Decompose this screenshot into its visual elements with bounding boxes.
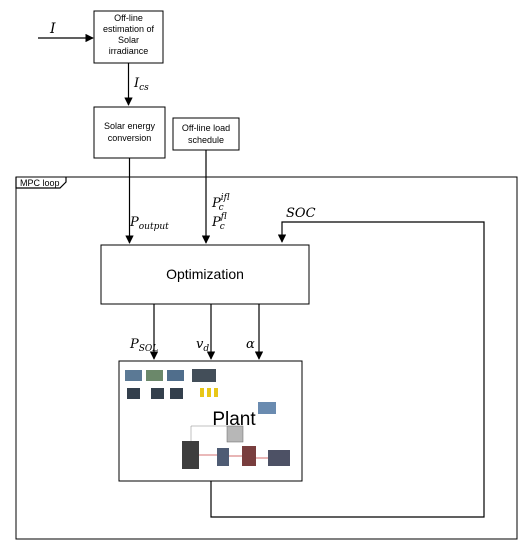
optimization-block: Optimization (100, 244, 310, 305)
svg-text:Solar: Solar (118, 35, 139, 45)
estimation-block: Off-line estimation of Solar irradiance (93, 10, 164, 64)
svg-text:schedule: schedule (188, 135, 224, 145)
svg-text:estimation of: estimation of (103, 24, 155, 34)
alpha-label: α (246, 337, 255, 352)
soc-feedback-arrow (210, 221, 485, 518)
ics-label: Ics (133, 76, 149, 93)
svg-text:Off-line: Off-line (114, 13, 143, 23)
plant-schematic-image (125, 369, 290, 469)
input-i-label: I (49, 21, 56, 37)
solar-conversion-block: Solar energy conversion (93, 106, 166, 159)
svg-text:Solar energy: Solar energy (104, 121, 156, 131)
optimization-label: Optimization (166, 266, 244, 282)
plant-block: Plant (118, 360, 303, 482)
svg-text:Off-line load: Off-line load (182, 123, 230, 133)
soc-label: SOC (286, 206, 316, 221)
svg-text:conversion: conversion (108, 133, 152, 143)
plant-label: Plant (212, 409, 256, 430)
p-sol-label: PSOL (129, 337, 158, 354)
mpc-loop-frame: MPC loop (15, 176, 518, 540)
p-output-label: Poutput (129, 215, 169, 232)
offline-load-block: Off-line load schedule (172, 117, 240, 151)
mpc-loop-label: MPC loop (20, 178, 60, 188)
vd-label: vd (196, 337, 209, 354)
svg-text:irradiance: irradiance (109, 46, 149, 56)
